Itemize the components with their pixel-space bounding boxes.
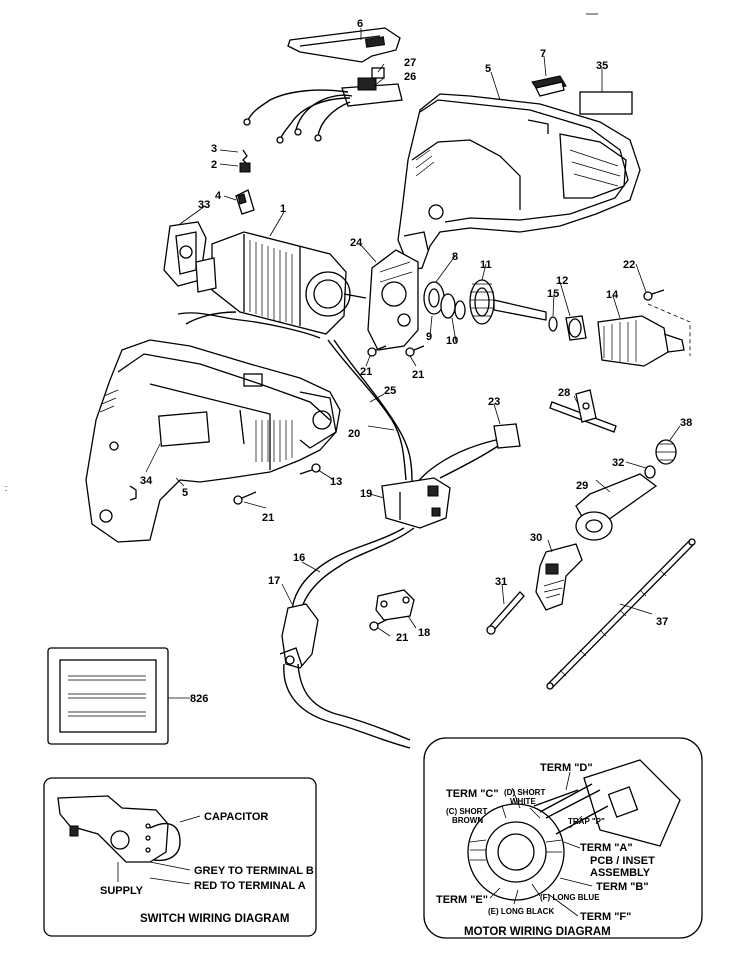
- label-part-11: 11: [480, 259, 492, 271]
- part-number-labels: 1 2 3 4 5 5 6 7 8 9 10 11 12 13 14 15 16…: [140, 18, 692, 705]
- label-part-22: 22: [623, 259, 635, 271]
- label-part-21-b: 21: [412, 369, 424, 381]
- part-30-handle-clamp: [535, 543, 583, 611]
- leader-lines: [145, 28, 681, 699]
- label-part-10: 10: [446, 335, 458, 347]
- term-b-label: TERM "B": [596, 881, 649, 893]
- parts-32-38-depth-rod-clamp: [644, 439, 677, 479]
- grey-terminal-b-label: GREY TO TERMINAL B: [194, 865, 314, 877]
- brown-label: BROWN: [452, 816, 483, 825]
- label-part-21-d: 21: [396, 632, 408, 644]
- supply-label: SUPPLY: [100, 885, 144, 897]
- term-c-label: TERM "C": [446, 788, 499, 800]
- label-part-32: 32: [612, 457, 624, 469]
- label-part-27: 27: [404, 57, 416, 69]
- white-label: WHITE: [510, 797, 536, 806]
- red-terminal-a-label: RED TO TERMINAL A: [194, 880, 306, 892]
- e-long-black-label: (E) LONG BLACK: [488, 907, 554, 916]
- label-part-2: 2: [211, 159, 217, 171]
- label-part-37: 37: [656, 616, 668, 628]
- label-part-29: 29: [576, 480, 588, 492]
- d-short-label: (D) SHORT: [504, 788, 545, 797]
- label-part-15: 15: [547, 288, 559, 300]
- part-5-housing-left: [85, 339, 341, 543]
- label-part-4: 4: [215, 190, 222, 202]
- label-part-28: 28: [558, 387, 570, 399]
- label-part-26: 26: [404, 71, 416, 83]
- label-part-9: 9: [426, 331, 432, 343]
- motor-wiring-diagram: TERM "D" TERM "C" (D) SHORT WHITE (C) SH…: [423, 737, 703, 939]
- c-short-label: (C) SHORT: [446, 807, 487, 816]
- label-part-1: 1: [280, 203, 286, 215]
- label-part-6: 6: [357, 18, 363, 30]
- label-part-35: 35: [596, 60, 608, 72]
- parts-2-3-4-brush-set: [235, 149, 255, 215]
- label-part-21-c: 21: [262, 512, 274, 524]
- part-1-armature: [177, 231, 367, 339]
- label-part-31: 31: [495, 576, 507, 588]
- label-part-14: 14: [606, 289, 619, 301]
- parts-12-15-spindle-bearing: [548, 315, 587, 341]
- label-part-8: 8: [452, 251, 458, 263]
- trap-p-label: TRAP "P": [568, 817, 605, 826]
- motor-wiring-title: MOTOR WIRING DIAGRAM: [464, 926, 611, 938]
- label-part-34: 34: [140, 475, 153, 487]
- part-6-switch-cover: [287, 27, 401, 63]
- label-part-19: 19: [360, 488, 372, 500]
- part-18-cord-clamp: [375, 589, 415, 621]
- term-a-label: TERM "A": [580, 842, 633, 854]
- label-part-25: 25: [384, 385, 396, 397]
- part-22-chuck-screw: [643, 289, 665, 301]
- label-part-3: 3: [211, 143, 217, 155]
- part-29-side-handle: [575, 473, 658, 541]
- switch-wiring-title: SWITCH WIRING DIAGRAM: [140, 913, 289, 925]
- part-26-pcb-assembly: [243, 67, 403, 144]
- label-part-12: 12: [556, 275, 568, 287]
- label-part-21-a: 21: [360, 366, 372, 378]
- label-part-7: 7: [540, 48, 546, 60]
- capacitor-label: CAPACITOR: [204, 811, 268, 823]
- parts-20-25-lead-wires: [185, 311, 413, 483]
- label-part-826: 826: [190, 693, 208, 705]
- part-7-switch-button: [531, 75, 567, 97]
- part-31-bolt: [486, 591, 525, 635]
- part-5-housing-right: [397, 93, 641, 271]
- screws-13-21: [233, 345, 425, 631]
- label-part-5-left: 5: [182, 487, 188, 499]
- label-part-30: 30: [530, 532, 542, 544]
- term-f-label: TERM "F": [580, 911, 631, 923]
- parts-16-17-power-cord: [279, 527, 415, 749]
- label-part-18: 18: [418, 627, 430, 639]
- part-14-chuck: [597, 303, 691, 367]
- f-long-blue-label: (F) LONG BLUE: [540, 893, 600, 902]
- assembly-label: ASSEMBLY: [590, 867, 651, 879]
- term-d-label: TERM "D": [540, 762, 593, 774]
- part-826-label-card: [47, 647, 169, 745]
- label-part-24: 24: [350, 237, 363, 249]
- label-part-17: 17: [268, 575, 280, 587]
- label-part-5-right: 5: [485, 63, 491, 75]
- pcb-inset-label: PCB / INSET: [590, 855, 655, 867]
- part-37-depth-rod: [546, 538, 696, 690]
- label-part-38: 38: [680, 417, 692, 429]
- switch-wiring-diagram: CAPACITOR GREY TO TERMINAL B RED TO TERM…: [43, 777, 317, 937]
- label-part-13: 13: [330, 476, 342, 488]
- label-part-23: 23: [488, 396, 500, 408]
- parts-8-9-10-11-gear-train: [423, 279, 547, 325]
- part-19-switch: [381, 477, 451, 529]
- term-e-label: TERM "E": [436, 894, 488, 906]
- label-part-16: 16: [293, 552, 305, 564]
- part-28-chuck-key: [549, 389, 617, 433]
- part-35-label: [579, 91, 633, 115]
- part-24-gear-plate: [367, 249, 419, 351]
- label-part-20: 20: [348, 428, 360, 440]
- label-part-33: 33: [198, 199, 210, 211]
